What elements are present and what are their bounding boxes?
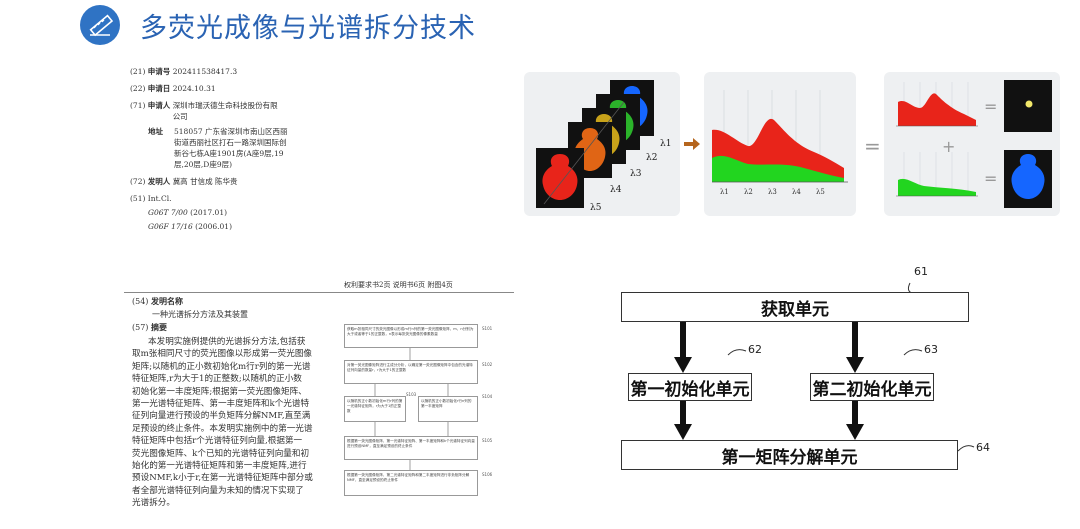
unmixed-components: + = = (896, 80, 1052, 208)
second-init-unit-box: 第二初始化单元 (810, 373, 934, 401)
abstract-line: 矩阵;以随机的正小数初始化m行r列的第一光谱 (132, 361, 311, 372)
equals-sign-2: = (984, 97, 997, 116)
abstract-heading: (57) 摘要 (132, 322, 167, 332)
flow-step-4: 以随机的正小数初始化r行n列的第一丰度矩阵 (418, 396, 478, 422)
axis-lambda-5: λ5 (816, 188, 825, 196)
flow-num-4: S104 (482, 394, 493, 399)
biblio-ipc-1: G06T 7/00 (2017.01) (148, 208, 228, 217)
label-61: 61 (914, 265, 928, 278)
biblio-applicant: (71) 申请人 深圳市瑞沃德生命科技股份有限公司 (130, 101, 278, 121)
axis-lambda-3: λ3 (768, 188, 777, 196)
abstract-line: 始化的第一光谱特征矩阵和第一丰度矩阵,进行 (132, 461, 307, 472)
equals-sign-1: = (864, 134, 881, 158)
flow-num-6: S106 (482, 472, 493, 477)
page-title: 多荧光成像与光谱拆分技术 (140, 13, 476, 44)
label-64: 64 (976, 441, 990, 454)
biblio-ipc-2: G06F 17/16 (2006.01) (148, 222, 233, 231)
flow-arrows (374, 348, 449, 470)
flow-num-2: S102 (482, 362, 493, 367)
page-info: 权利要求书2页 说明书6页 附图4页 (344, 281, 453, 289)
lambda-label-1: λ1 (660, 139, 671, 149)
block-diagram: 61 获取单元 62 第一初始化单元 63 第二初始化单元 第一矩阵分解单元 6… (560, 255, 1080, 529)
equals-sign-3: = (984, 169, 997, 188)
biblio-inventors: (72) 发明人 冀高 甘信成 陈华贵 (130, 177, 238, 186)
mixed-spectrum-plot: λ1 λ2 λ3 λ4 λ5 (712, 90, 848, 196)
abstract-body: 本发明实施例提供的光谱拆分方法,包括获取m张相同尺寸的荧光图像以形成第一荧光图像… (132, 336, 328, 510)
flow-step-3: 以随机的正小数初始化m行r列的第一光谱特征矩阵，r为大于1的正整数 (344, 396, 406, 422)
abstract-line: 征列向量进行预设的半负矩阵分解NMF,直至满 (132, 411, 311, 422)
label-63: 63 (924, 343, 938, 356)
first-init-unit-label: 第一初始化单元 (630, 379, 750, 400)
abstract-line: 初始化第一丰度矩阵;根据第一荧光图像矩阵、 (132, 386, 307, 397)
stack-frame-red (536, 148, 584, 208)
plus-sign: + (942, 137, 955, 156)
axis-lambda-4: λ4 (792, 188, 801, 196)
abstract-line: 特征矩阵,r为大于1的正整数;以随机的正小数 (132, 374, 302, 385)
first-matrix-decomp-unit-label: 第一矩阵分解单元 (721, 447, 858, 468)
patent-biblio: (21) 申请号 202411538417.3 (22) 申请日 2024.10… (130, 66, 320, 232)
abstract-line: 第一光谱特征矩阵、第一丰度矩阵和k个光谱特 (132, 399, 310, 410)
acquisition-unit-box: 获取单元 (621, 292, 969, 322)
second-init-unit-label: 第二初始化单元 (812, 379, 932, 400)
abstract-line: 荧光图像矩阵、k个已知的光谱特征列向量和初 (132, 448, 310, 459)
lambda-label-2: λ2 (646, 153, 657, 163)
flow-step-5: 根据第一荧光图像矩阵、第一光谱特征矩阵、第一丰度矩阵和k个光谱特征列向量进行预设… (344, 436, 478, 460)
page-info-rule (124, 292, 514, 293)
abstract-line: 光谱拆分。 (132, 498, 175, 509)
abstract-line: 者全部光谱特征列向量为未知的情况下实现了 (132, 485, 304, 496)
panel-unmixed-components: + = = (884, 72, 1060, 216)
green-component-curve (898, 178, 976, 196)
abstract-line: 取m张相同尺寸的荧光图像以形成第一荧光图像 (132, 349, 313, 360)
acquisition-unit-label: 获取单元 (761, 299, 829, 320)
biblio-application-no: (21) 申请号 202411538417.3 (130, 67, 238, 76)
panel-image-stack: λ1 λ2 λ3 λ4 λ5 (524, 72, 680, 216)
abstract-line: 特征矩阵中包括r个光谱特征列向量,根据第一 (132, 436, 303, 447)
flow-step-2: 对第一荧光图像矩阵进行主成分分析，以确定第一荧光图像矩阵中包含的光谱特征列向量的… (344, 360, 478, 384)
fluorescence-image-stack: λ1 λ2 λ3 λ4 λ5 (536, 80, 671, 213)
flowchart: 获取m张相同尺寸的荧光图像以形成m行n列的第一荧光图像矩阵，m、n分别为大于或者… (338, 322, 514, 527)
first-init-unit-box: 第一初始化单元 (628, 373, 752, 401)
abstract-line: 足预设的终止条件。本发明实施例中的第一光谱 (132, 423, 313, 434)
flow-num-5: S105 (482, 438, 493, 443)
abstract-line: 本发明实施例提供的光谱拆分方法,包括获 (148, 337, 306, 347)
biblio-intcl: (51) Int.Cl. (130, 194, 172, 203)
lambda-label-3: λ3 (630, 169, 642, 179)
arrow-right-icon (684, 138, 700, 150)
header-icon-badge (80, 5, 120, 45)
axis-lambda-1: λ1 (720, 188, 729, 196)
flow-step-1: 获取m张相同尺寸的荧光图像以形成m行n列的第一荧光图像矩阵，m、n分别为大于或者… (344, 324, 478, 348)
lambda-label-5: λ5 (590, 203, 602, 213)
invention-name-row: (54) 发明名称 (132, 296, 183, 306)
red-component-curve (898, 93, 976, 126)
flow-num-1: S101 (482, 326, 493, 331)
block-diagram-connectors (674, 282, 975, 452)
first-matrix-decomp-unit-box: 第一矩阵分解单元 (621, 440, 958, 470)
lambda-label-4: λ4 (610, 185, 622, 195)
label-62: 62 (748, 343, 762, 356)
axis-lambda-2: λ2 (744, 188, 753, 196)
flow-step-6: 根据第一荧光图像矩阵、第二光谱特征矩阵和第二丰度矩阵进行非负矩阵分解NMF，直至… (344, 470, 478, 496)
abstract-page: 权利要求书2页 说明书6页 附图4页 (54) 发明名称 一种光谱拆分方法及其装… (124, 270, 514, 529)
flow-num-3: S103 (406, 392, 417, 397)
biblio-application-date: (22) 申请日 2024.10.31 (130, 84, 216, 93)
invention-name-value: 一种光谱拆分方法及其装置 (152, 310, 248, 319)
abstract-line: 预设NMF,k小于r,在第一光谱特征矩阵中部分或 (132, 473, 313, 484)
panel-spectrum-mixed: λ1 λ2 λ3 λ4 λ5 (704, 72, 856, 216)
ruler-pencil-icon (89, 14, 114, 37)
